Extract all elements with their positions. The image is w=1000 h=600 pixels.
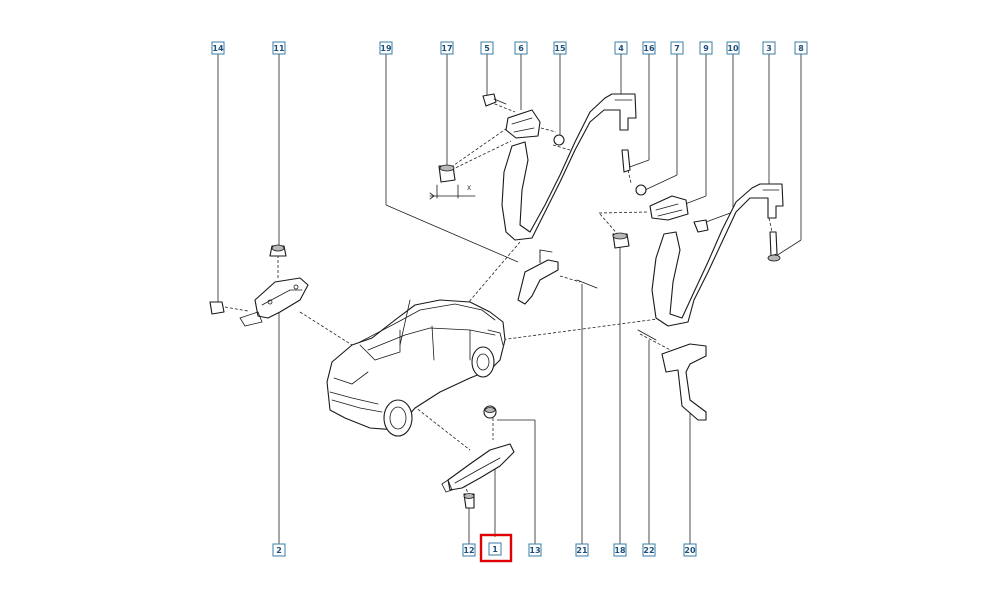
selected-part-highlight xyxy=(479,533,513,563)
callout-20[interactable]: 20 xyxy=(683,543,697,557)
callout-22[interactable]: 22 xyxy=(642,543,656,557)
callout-number: 13 xyxy=(529,546,540,555)
callout-6[interactable]: 6 xyxy=(514,41,528,55)
dimension-label: X xyxy=(467,185,471,192)
callout-17[interactable]: 17 xyxy=(440,41,454,55)
callout-14[interactable]: 14 xyxy=(211,41,225,55)
callout-13[interactable]: 13 xyxy=(528,543,542,557)
lower-hinge-assembly xyxy=(441,405,515,509)
callout-number: 16 xyxy=(643,44,655,53)
callout-number: 21 xyxy=(576,546,588,555)
trunk-hinge-right xyxy=(612,149,709,249)
callout-number: 9 xyxy=(703,44,709,53)
callout-box xyxy=(272,41,286,55)
callout-16[interactable]: 16 xyxy=(642,41,656,55)
callout-7[interactable]: 7 xyxy=(670,41,684,55)
callout-number: 15 xyxy=(554,44,566,53)
callout-number: 1 xyxy=(492,545,498,554)
callout-labels: 14 11 19 17 5 6 15 4 16 7 9 10 3 8 2 12 1 13 21 18 22 20 xyxy=(211,41,808,557)
callout-number: 12 xyxy=(463,546,474,555)
callout-box xyxy=(553,41,567,55)
callout-number: 5 xyxy=(484,44,490,53)
trunk-arm-left xyxy=(501,93,637,241)
callout-box xyxy=(642,543,656,557)
callout-box xyxy=(699,41,713,55)
callout-box xyxy=(613,543,627,557)
callout-box xyxy=(794,41,808,55)
callout-box xyxy=(514,41,528,55)
callout-box xyxy=(762,41,776,55)
callout-box xyxy=(575,543,589,557)
trunk-arm-right xyxy=(651,183,784,327)
callout-8[interactable]: 8 xyxy=(794,41,808,55)
callout-box xyxy=(272,543,286,557)
callout-number: 8 xyxy=(798,44,804,53)
callout-box xyxy=(488,542,502,556)
callout-number: 6 xyxy=(518,44,524,53)
callout-box xyxy=(614,41,628,55)
callout-5[interactable]: 5 xyxy=(480,41,494,55)
callout-number: 19 xyxy=(380,44,392,53)
callout-box xyxy=(462,543,476,557)
callout-4[interactable]: 4 xyxy=(614,41,628,55)
hood-hinge-assembly xyxy=(209,244,309,327)
callout-9[interactable]: 9 xyxy=(699,41,713,55)
callout-1[interactable]: 1 xyxy=(488,542,502,556)
callout-12[interactable]: 12 xyxy=(462,543,476,557)
callout-number: 18 xyxy=(614,546,626,555)
callout-box xyxy=(642,41,656,55)
trunk-hinge-left: X xyxy=(429,93,565,200)
callout-number: 17 xyxy=(441,44,452,53)
callout-number: 4 xyxy=(618,44,624,53)
callout-number: 20 xyxy=(684,546,696,555)
callout-2[interactable]: 2 xyxy=(272,543,286,557)
callout-15[interactable]: 15 xyxy=(553,41,567,55)
callout-box xyxy=(211,41,225,55)
callout-number: 11 xyxy=(273,44,285,53)
callout-box xyxy=(480,41,494,55)
callout-number: 22 xyxy=(643,546,654,555)
callout-21[interactable]: 21 xyxy=(575,543,589,557)
callout-number: 3 xyxy=(766,44,772,53)
leader-lines xyxy=(217,54,802,545)
callout-box xyxy=(379,41,393,55)
callout-number: 2 xyxy=(276,546,282,555)
callout-18[interactable]: 18 xyxy=(613,543,627,557)
callout-19[interactable]: 19 xyxy=(379,41,393,55)
callout-box xyxy=(726,41,740,55)
callout-11[interactable]: 11 xyxy=(272,41,286,55)
callout-box xyxy=(683,543,697,557)
callout-box xyxy=(528,543,542,557)
callout-number: 7 xyxy=(674,44,680,53)
callout-3[interactable]: 3 xyxy=(762,41,776,55)
support-brackets xyxy=(517,249,707,421)
callout-10[interactable]: 10 xyxy=(726,41,740,55)
callout-box xyxy=(670,41,684,55)
car-illustration xyxy=(326,299,506,437)
callout-box xyxy=(440,41,454,55)
callout-number: 10 xyxy=(727,44,739,53)
callout-number: 14 xyxy=(212,44,224,53)
